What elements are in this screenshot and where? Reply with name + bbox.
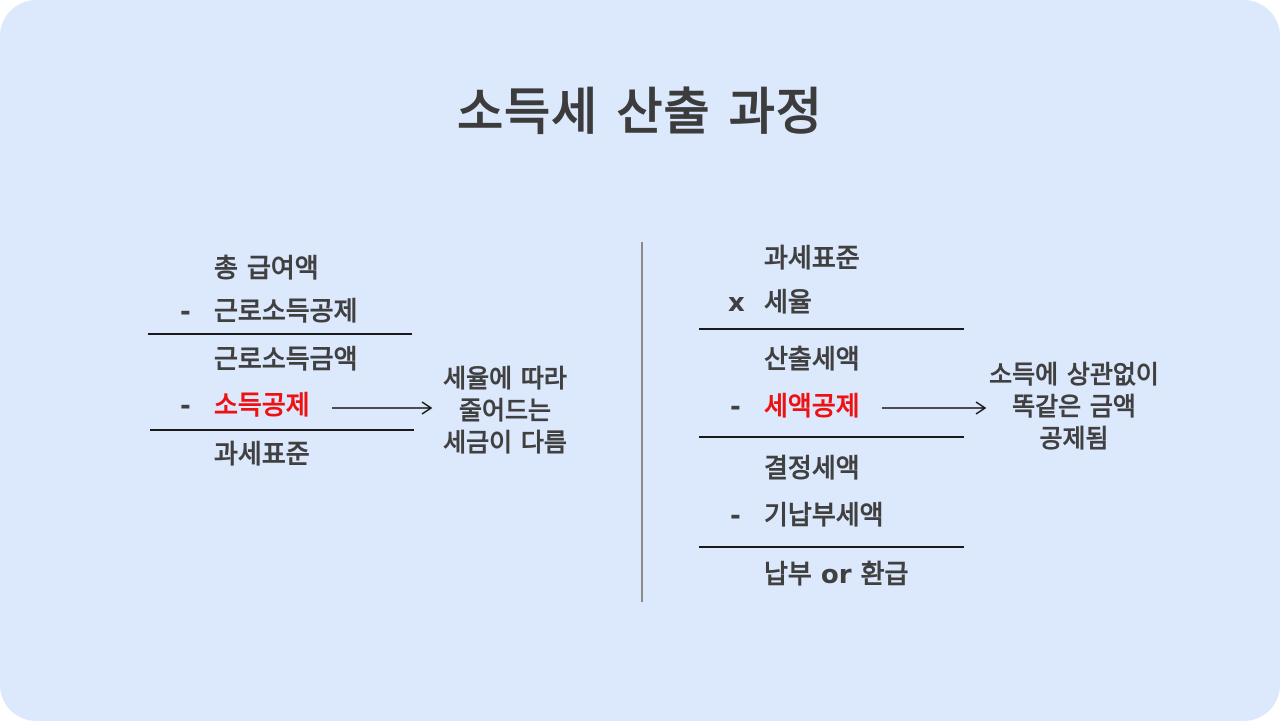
left-row-earned-income-deduction: 근로소득공제: [214, 297, 358, 327]
left-row-earned-income-amount: 근로소득금액: [214, 345, 358, 375]
left-row-gross-salary: 총 급여액: [214, 254, 319, 284]
right-note: 소득에 상관없이 똑같은 금액 공제됨: [978, 359, 1170, 455]
left-note-line-2: 줄어드는: [458, 396, 551, 425]
center-separator: [641, 242, 643, 602]
right-row-prepaid-tax: 기납부세액: [764, 501, 884, 531]
left-divider-2: [150, 429, 414, 431]
right-note-line-1: 소득에 상관없이: [989, 360, 1159, 389]
left-minus-sign: -: [180, 297, 191, 327]
left-note-line-3: 세금이 다름: [443, 428, 567, 457]
left-divider-1: [148, 333, 412, 335]
left-note-line-1: 세율에 따라: [443, 364, 567, 393]
right-minus-sign: -: [730, 392, 741, 422]
right-divider-1: [699, 328, 964, 330]
right-row-determined-tax: 결정세액: [764, 454, 860, 484]
left-row-tax-base: 과세표준: [214, 440, 310, 470]
right-multiply-sign: x: [728, 288, 745, 318]
left-row-income-deduction: 소득공제: [214, 391, 310, 421]
right-divider-3: [699, 546, 964, 548]
left-arrow-icon: [332, 401, 433, 415]
left-note: 세율에 따라 줄어드는 세금이 다름: [430, 363, 580, 459]
left-minus-sign-2: -: [180, 391, 191, 421]
right-row-tax-credit: 세액공제: [764, 392, 860, 422]
right-note-line-2: 똑같은 금액: [1012, 392, 1136, 421]
right-arrow-icon: [882, 401, 987, 415]
right-row-payment-or-refund: 납부 or 환급: [764, 560, 909, 590]
right-divider-2: [699, 436, 964, 438]
right-row-computed-tax: 산출세액: [764, 345, 860, 375]
page-title: 소득세 산출 과정: [457, 83, 823, 141]
right-minus-sign-2: -: [730, 501, 741, 531]
right-note-line-3: 공제됨: [1039, 424, 1109, 453]
right-row-tax-base: 과세표준: [764, 244, 860, 274]
right-row-tax-rate: 세율: [764, 288, 812, 318]
